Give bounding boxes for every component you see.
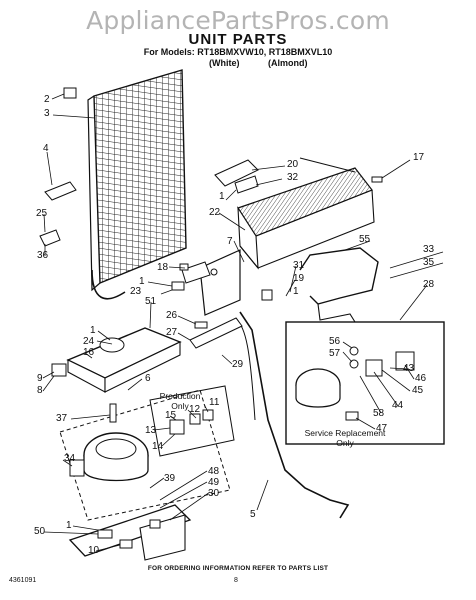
callout-30: 30 bbox=[208, 488, 220, 499]
callout-12: 12 bbox=[189, 404, 201, 415]
page-number: 8 bbox=[234, 577, 238, 584]
callout-25: 25 bbox=[36, 208, 48, 219]
service-replacement-label: Service Replacement Only bbox=[304, 428, 386, 448]
callout-46: 46 bbox=[415, 373, 427, 384]
callout-44: 44 bbox=[392, 400, 404, 411]
callout-55: 55 bbox=[359, 234, 371, 245]
callout-1-base: 1 bbox=[66, 520, 72, 531]
production-only-box bbox=[149, 385, 235, 457]
page-title: UNIT PARTS bbox=[188, 31, 288, 48]
callout-13: 13 bbox=[145, 425, 157, 436]
callout-23: 23 bbox=[130, 286, 142, 297]
leader-lines bbox=[42, 93, 444, 552]
document-number: 4361091 bbox=[9, 577, 37, 584]
callout-56: 56 bbox=[329, 336, 341, 347]
callout-1-right: 1 bbox=[293, 286, 299, 297]
callout-10: 10 bbox=[88, 545, 100, 556]
callout-32: 32 bbox=[287, 172, 299, 183]
callout-26: 26 bbox=[166, 310, 178, 321]
callout-24: 24 bbox=[83, 336, 95, 347]
callout-36: 36 bbox=[37, 250, 49, 261]
condenser-grid bbox=[87, 69, 187, 300]
callout-1-mid: 1 bbox=[139, 276, 145, 287]
callout-35: 35 bbox=[423, 257, 435, 268]
callout-29: 29 bbox=[232, 359, 244, 370]
callout-39: 39 bbox=[164, 473, 176, 484]
mounting-bracket bbox=[181, 249, 241, 316]
compressor bbox=[83, 432, 149, 482]
watermark: AppliancePartsPros.com bbox=[86, 6, 390, 35]
callout-1-top: 1 bbox=[219, 191, 225, 202]
callout-43: 43 bbox=[403, 363, 415, 374]
callout-17: 17 bbox=[413, 152, 425, 163]
callout-8: 8 bbox=[37, 385, 43, 396]
callout-45: 45 bbox=[412, 385, 424, 396]
callout-1-pan: 1 bbox=[90, 325, 96, 336]
callout-9: 9 bbox=[37, 373, 43, 384]
callout-14: 14 bbox=[152, 441, 164, 452]
callout-2: 2 bbox=[44, 94, 50, 105]
variant-white: (White) bbox=[209, 58, 240, 68]
production-only-label: Production Only bbox=[159, 391, 201, 411]
callout-16: 16 bbox=[83, 347, 95, 358]
ordering-footer: FOR ORDERING INFORMATION REFER TO PARTS … bbox=[147, 565, 329, 572]
callout-15: 15 bbox=[165, 410, 177, 421]
callout-22: 22 bbox=[209, 207, 221, 218]
small-parts bbox=[39, 87, 383, 549]
callout-27: 27 bbox=[166, 327, 178, 338]
callout-3: 3 bbox=[44, 108, 50, 119]
callout-11: 11 bbox=[209, 397, 220, 408]
callout-28: 28 bbox=[423, 279, 435, 290]
condenser-coil bbox=[214, 157, 375, 270]
callout-31: 31 bbox=[293, 260, 305, 271]
models-line: For Models: RT18BMXVW10, RT18BMXVL10 bbox=[143, 47, 333, 57]
callout-37: 37 bbox=[56, 413, 68, 424]
callout-50: 50 bbox=[34, 526, 46, 537]
callout-48: 48 bbox=[208, 466, 220, 477]
callout-34: 34 bbox=[64, 453, 76, 464]
callout-49: 49 bbox=[208, 477, 220, 488]
callout-33: 33 bbox=[423, 244, 435, 255]
callout-19: 19 bbox=[293, 273, 305, 284]
callout-57: 57 bbox=[329, 348, 341, 359]
callout-58: 58 bbox=[373, 408, 385, 419]
callout-6: 6 bbox=[145, 373, 151, 384]
callout-18: 18 bbox=[157, 262, 169, 273]
variant-almond: (Almond) bbox=[268, 58, 308, 68]
callout-51: 51 bbox=[145, 296, 157, 307]
callout-20: 20 bbox=[287, 159, 299, 170]
callout-47: 47 bbox=[376, 423, 388, 434]
drain-pan bbox=[66, 327, 182, 393]
callout-4: 4 bbox=[43, 143, 49, 154]
callout-7: 7 bbox=[227, 236, 233, 247]
callout-5: 5 bbox=[250, 509, 256, 520]
tubing-assembly bbox=[299, 247, 379, 331]
